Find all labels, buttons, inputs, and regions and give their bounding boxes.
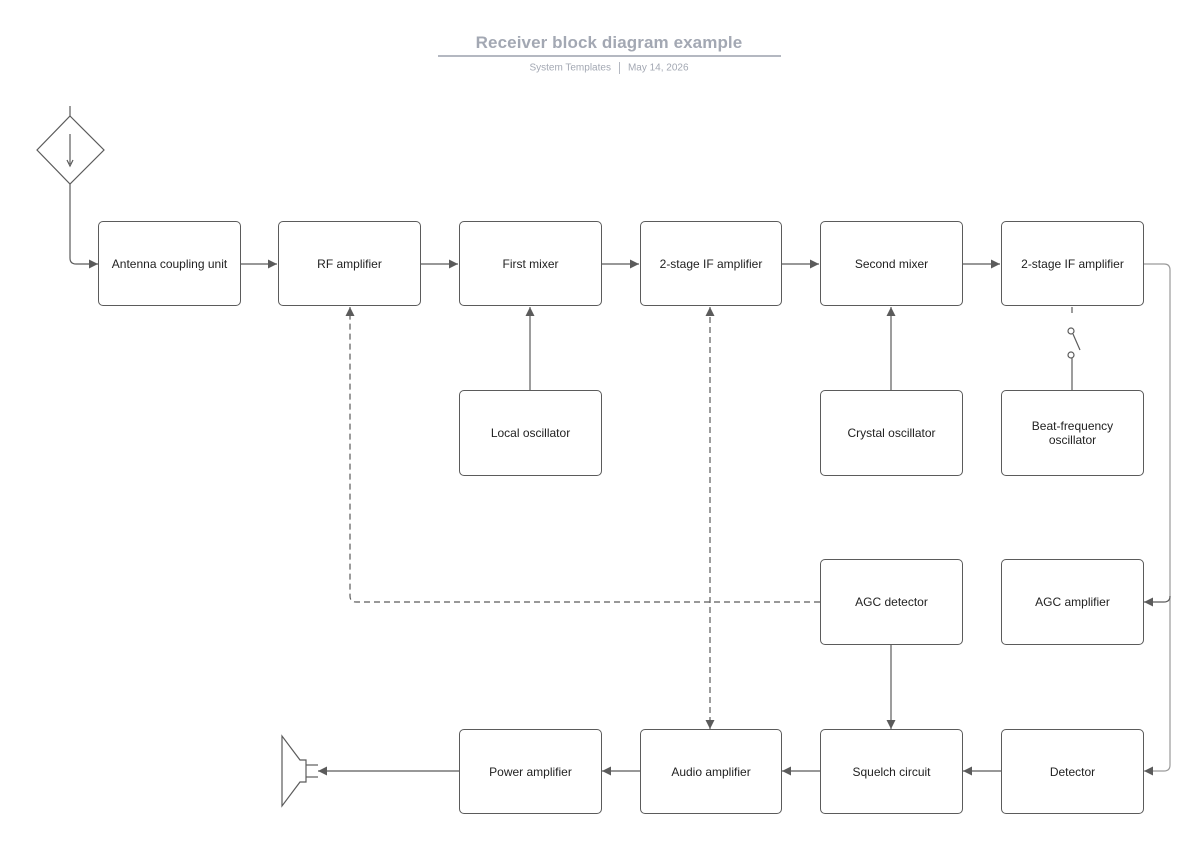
crystal-oscillator-label: Crystal oscillator (847, 426, 936, 440)
if-amplifier-2-block[interactable]: 2-stage IF amplifier (1001, 221, 1144, 306)
page-title: Receiver block diagram example (475, 33, 743, 52)
first-mixer-label: First mixer (502, 256, 559, 271)
power-amplifier-label: Power amplifier (489, 764, 572, 779)
agc-detector-block[interactable]: AGC detector (820, 559, 963, 645)
first-mixer-block[interactable]: First mixer (459, 221, 602, 306)
if-amplifier-2-label: 2-stage IF amplifier (1021, 256, 1124, 271)
rf-amplifier-block[interactable]: RF amplifier (278, 221, 421, 306)
local-oscillator-label: Local oscillator (490, 426, 571, 440)
diagram-header: Receiver block diagram example System Te… (0, 0, 1200, 90)
if2-output-bus-line (1143, 263, 1171, 776)
antenna-icon (36, 106, 105, 185)
squelch-circuit-block[interactable]: Squelch circuit (820, 729, 963, 814)
meta-source: System Templates (529, 62, 611, 74)
beat-frequency-oscillator-label: Beat-frequency oscillator (1031, 419, 1114, 447)
detector-label: Detector (1049, 764, 1096, 779)
squelch-circuit-label: Squelch circuit (852, 764, 931, 779)
local-oscillator-block[interactable]: Local oscillator (459, 390, 602, 476)
agc-detector-label: AGC detector (855, 595, 928, 609)
rf-amplifier-label: RF amplifier (317, 256, 382, 271)
meta-date: May 14, 2026 (627, 62, 689, 74)
second-mixer-label: Second mixer (854, 256, 929, 271)
detector-block[interactable]: Detector (1001, 729, 1144, 814)
title-underline (438, 55, 781, 57)
second-mixer-block[interactable]: Second mixer (820, 221, 963, 306)
beat-frequency-oscillator-block[interactable]: Beat-frequency oscillator (1001, 390, 1144, 476)
antenna-coupling-unit-block[interactable]: Antenna coupling unit (98, 221, 241, 306)
audio-amplifier-block[interactable]: Audio amplifier (640, 729, 782, 814)
if-amplifier-1-block[interactable]: 2-stage IF amplifier (640, 221, 782, 306)
agc-amplifier-label: AGC amplifier (1035, 595, 1110, 609)
antenna-coupling-unit-label: Antenna coupling unit (111, 256, 228, 271)
switch-icon (1067, 307, 1081, 390)
bus-to-agc-amplifier-arrow (1144, 595, 1171, 607)
meta-divider (618, 62, 620, 74)
antenna-to-coupling-line (69, 184, 98, 269)
agc-amplifier-block[interactable]: AGC amplifier (1001, 559, 1144, 645)
crystal-oscillator-block[interactable]: Crystal oscillator (820, 390, 963, 476)
power-amplifier-block[interactable]: Power amplifier (459, 729, 602, 814)
if-amplifier-1-label: 2-stage IF amplifier (659, 256, 763, 271)
audio-amplifier-label: Audio amplifier (671, 764, 751, 779)
agc-to-rf-dashed-arrow (345, 307, 820, 603)
title-meta: System Templates May 14, 2026 (0, 62, 1200, 74)
speaker-icon (281, 734, 318, 808)
